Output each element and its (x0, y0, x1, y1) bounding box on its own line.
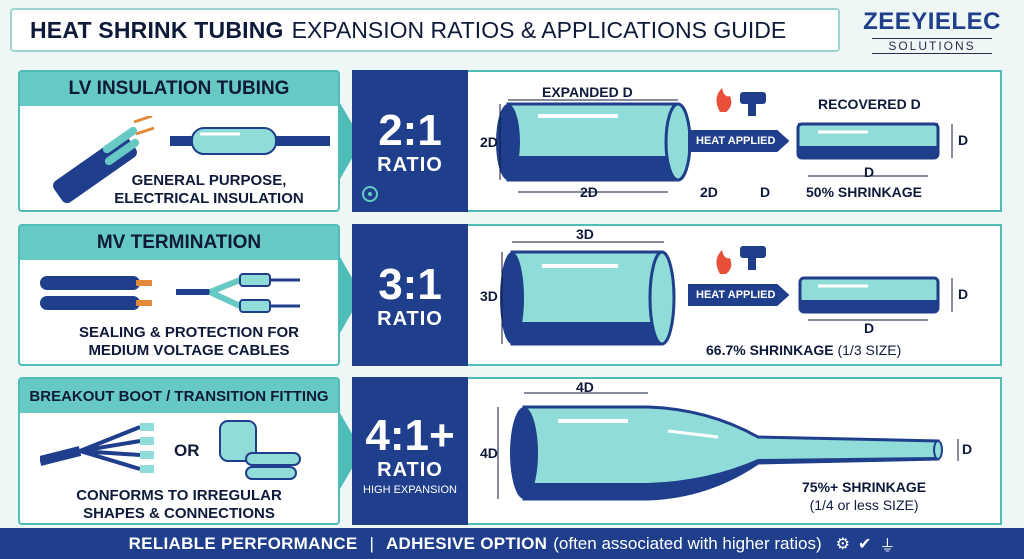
row-3-panel: BREAKOUT BOOT / TRANSITION FITTING OR CO… (18, 377, 340, 525)
flame-icon (716, 88, 732, 112)
row-2-heat-label: HEAT APPLIED (688, 284, 790, 306)
row-2-left-dim: 3D (480, 288, 498, 304)
footer-sep: | (369, 533, 374, 553)
row-1-flow-a: 2D (700, 184, 718, 200)
title-rest: EXPANSION RATIOS & APPLICATIONS GUIDE (291, 16, 787, 43)
row-2-recovered-dim: D (958, 286, 969, 302)
footer-part1: RELIABLE PERFORMANCE (128, 533, 358, 553)
row-1-ratio-value: 2:1 (378, 106, 442, 155)
row-1-ratio-label: RATIO (377, 154, 443, 176)
row-1-heading: LV INSULATION TUBING (20, 72, 338, 106)
row-3-desc: CONFORMS TO IRREGULAR SHAPES & CONNECTIO… (20, 487, 338, 523)
row-1-desc-line2: ELECTRICAL INSULATION (114, 190, 304, 207)
row-2-panel: MV TERMINATION SEALING & PROTECTION FOR … (18, 224, 340, 366)
row-1-left-dim: 2D (480, 134, 498, 150)
row-1-diagram: EXPANDED D 2D 2D HEAT APPLIED RECOVERED … (468, 70, 1002, 212)
row-3-diagram: 4D 4D D 75%+ SHRINKAGE (1/4 or less SIZE… (468, 377, 1002, 525)
row-3-ratio: 4:1+ RATIO HIGH EXPANSION (352, 377, 468, 525)
row-2-ratio-value: 3:1 (378, 260, 442, 309)
row-2-heading: MV TERMINATION (20, 226, 338, 260)
row-2-tube-svg (500, 241, 953, 346)
footer-part3: (often associated with higher ratios) (553, 533, 822, 553)
gear-icon (362, 186, 378, 202)
row-3-end-dim: D (962, 441, 973, 457)
row-1-recovered-label: RECOVERED D (818, 96, 921, 112)
boot-icon (219, 420, 301, 480)
logo-sub: SOLUTIONS (872, 38, 992, 54)
ground-icon: ⏚ (879, 537, 896, 555)
row-3-top-dim: 4D (576, 379, 594, 395)
row-3-or-label: OR (174, 441, 200, 460)
row-3-shrinkage-bold: 75%+ SHRINKAGE (802, 479, 927, 495)
row-2-diagram: 3D 3D HEAT APPLIED D D 66.7% SHRINKAGE (… (468, 224, 1002, 366)
row-3-left-dim: 4D (480, 445, 498, 461)
brand-logo: ZEEYIELEC SOLUTIONS (852, 8, 1012, 60)
row-2-top-dim: 3D (576, 226, 594, 242)
row-1-flow-b: D (760, 184, 771, 200)
row-2-ratio-label: RATIO (377, 308, 443, 330)
row-3-desc-line1: CONFORMS TO IRREGULAR (76, 487, 282, 504)
row-1-tube-svg (496, 88, 953, 193)
breakout-cable-icon (40, 423, 154, 473)
row-1-desc-line1: GENERAL PURPOSE, (131, 172, 287, 189)
footer-part2: ADHESIVE OPTION (385, 533, 548, 553)
row-2-shrinkage: 66.7% SHRINKAGE (1/3 SIZE) (706, 342, 901, 358)
row-2-desc-line1: SEALING & PROTECTION FOR (78, 324, 299, 341)
row-3-shrinkage-note: (1/4 or less SIZE) (809, 497, 919, 513)
gear-icon: ⚙ (835, 535, 850, 553)
row-3-desc-line2: SHAPES & CONNECTIONS (83, 505, 275, 522)
logo-main: ZEEYIELEC (863, 8, 1001, 35)
row-3-tube-svg (497, 392, 959, 501)
row-3-ratio-value: 4:1+ (365, 411, 455, 460)
row-1-heat-label: HEAT APPLIED (688, 130, 790, 152)
flame-icon (716, 250, 732, 274)
row-2-desc-line2: MEDIUM VOLTAGE CABLES (88, 342, 290, 359)
check-icon: ✔ (857, 535, 872, 553)
cable-icon (53, 116, 155, 204)
row-2-shrinkage-note: (1/3 SIZE) (837, 342, 902, 358)
row-1-recovered-len: D (864, 164, 875, 180)
heat-gun-icon (740, 246, 766, 258)
title-bold: HEAT SHRINK TUBING (30, 16, 284, 43)
page-title: HEAT SHRINK TUBING EXPANSION RATIOS & AP… (10, 8, 840, 52)
row-1-ratio: 2:1 RATIO (352, 70, 468, 212)
row-1-shrinkage: 50% SHRINKAGE (806, 184, 922, 200)
row-1-desc: GENERAL PURPOSE, ELECTRICAL INSULATION (20, 172, 338, 208)
row-2-recovered-len: D (864, 320, 875, 336)
row-3-ratio-sub: HIGH EXPANSION (363, 484, 457, 496)
row-3-ratio-label: RATIO (377, 459, 443, 481)
heat-gun-icon (740, 92, 766, 104)
row-3-heading: BREAKOUT BOOT / TRANSITION FITTING (20, 379, 338, 413)
row-3-shrinkage: 75%+ SHRINKAGE (1/4 or less SIZE) (802, 479, 926, 513)
row-2-desc: SEALING & PROTECTION FOR MEDIUM VOLTAGE … (20, 324, 338, 360)
row-2-shrinkage-bold: 66.7% SHRINKAGE (706, 342, 834, 358)
row-1-bottom-dim: 2D (580, 184, 598, 200)
row-1-recovered-dim: D (958, 132, 969, 148)
sleeve-cable-icon (170, 127, 330, 155)
row-2-ratio: 3:1 RATIO (352, 224, 468, 366)
row-1-panel: LV INSULATION TUBING GENERAL PURPOSE, EL… (18, 70, 340, 212)
row-1-top-label: EXPANDED D (542, 84, 633, 100)
mv-cables-icon (40, 273, 300, 313)
footer-banner: RELIABLE PERFORMANCE | ADHESIVE OPTION (… (0, 528, 1024, 559)
